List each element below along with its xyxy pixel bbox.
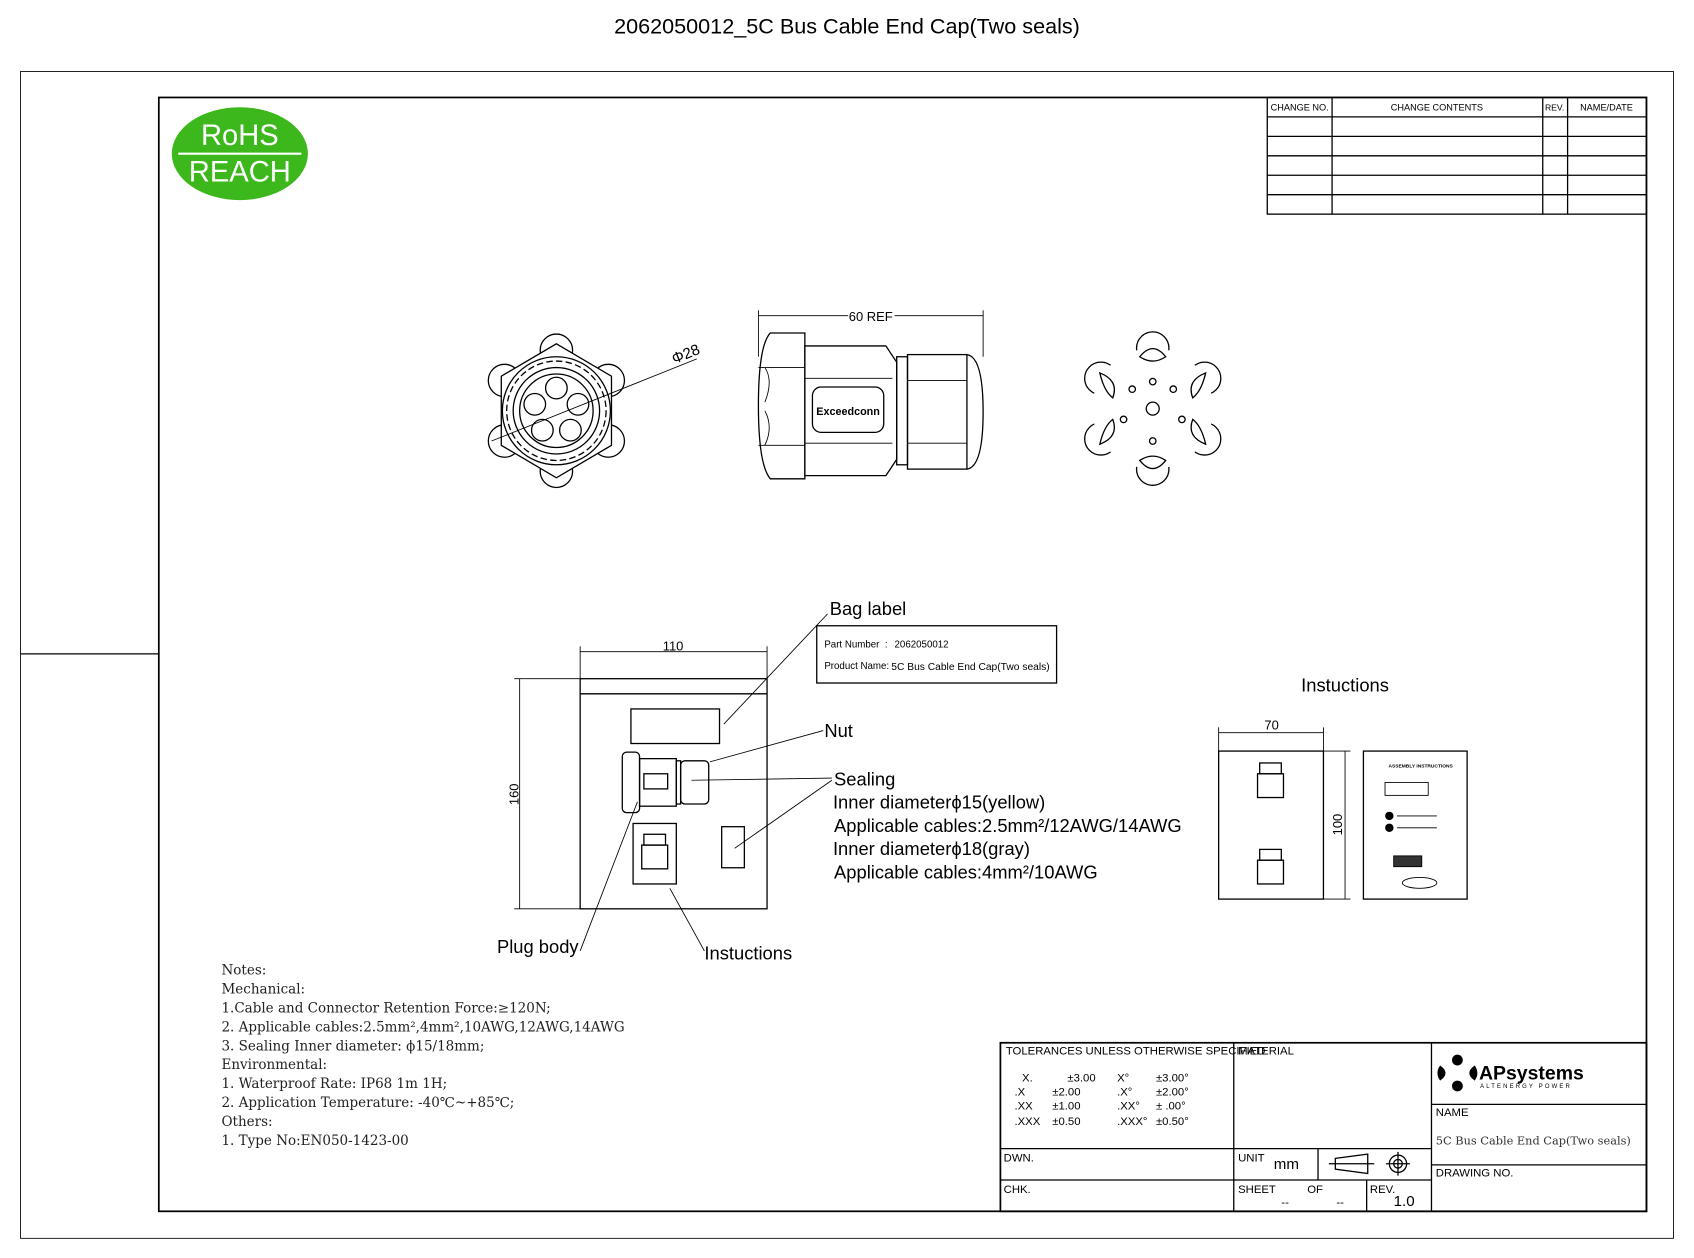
tol-cell: .XX xyxy=(1014,1101,1033,1113)
callout-sealing: Sealing xyxy=(834,769,895,790)
tol-cell: ±3.00 xyxy=(1067,1073,1095,1085)
bag-label-part-number-label: Part Number xyxy=(824,639,880,650)
callout-nut: Nut xyxy=(824,720,853,741)
bag-view: 110 160 xyxy=(507,639,768,910)
note-line: Mechanical: xyxy=(221,982,305,998)
tol-cell: .X xyxy=(1014,1087,1025,1099)
instructions-view: Instuctions 70 100 ASSEMBLY INSTRUCTIONS xyxy=(1217,675,1468,900)
projection-symbol-icon xyxy=(1328,1151,1410,1176)
callout-plug-body: Plug body xyxy=(497,936,579,957)
tol-cell: ±2.00 xyxy=(1052,1087,1080,1099)
instructions-width-dim: 70 xyxy=(1264,717,1278,732)
note-line: 2. Applicable cables:2.5mm²,4mm²,10AWG,1… xyxy=(221,1019,624,1035)
svg-text:APsystems: APsystems xyxy=(1479,1063,1584,1085)
note-line: 1. Type No:EN050-1423-00 xyxy=(221,1133,408,1149)
instructions-view-title: Instuctions xyxy=(1301,675,1389,696)
of-value: -- xyxy=(1336,1197,1344,1209)
bag-label-part-number: 2062050012 xyxy=(895,639,949,650)
header-change-no: CHANGE NO. xyxy=(1271,102,1329,112)
bag-label-separator: : xyxy=(885,639,888,650)
page-title: 2062050012_5C Bus Cable End Cap(Two seal… xyxy=(614,14,1080,39)
callout-bag-label: Bag label xyxy=(830,598,907,619)
chk-label: CHK. xyxy=(1004,1184,1031,1196)
tol-cell: .X° xyxy=(1117,1087,1132,1099)
header-rev: REV. xyxy=(1545,102,1564,112)
back-view xyxy=(1084,331,1222,486)
note-line: 2. Application Temperature: -40℃~+85℃; xyxy=(221,1095,514,1111)
svg-text:REACH: REACH xyxy=(189,157,291,189)
unit-label: UNIT xyxy=(1238,1153,1265,1165)
tol-cell: ±2.00° xyxy=(1156,1087,1189,1099)
change-table: CHANGE NO. CHANGE CONTENTS REV. NAME/DAT… xyxy=(1266,96,1648,215)
dwn-label: DWN. xyxy=(1004,1153,1034,1165)
rev-label: REV. xyxy=(1370,1184,1395,1196)
rev-value: 1.0 xyxy=(1394,1193,1415,1210)
tol-cell: .XXX° xyxy=(1117,1116,1147,1128)
rohs-reach-badge: RoHS REACH xyxy=(171,107,308,201)
name-value: 5C Bus Cable End Cap(Two seals) xyxy=(1436,1133,1631,1147)
notes: Notes: Mechanical: 1.Cable and Connector… xyxy=(221,963,624,1149)
header-name-date: NAME/DATE xyxy=(1580,102,1633,112)
side-length-dim: 60 REF xyxy=(849,309,893,324)
of-label: OF xyxy=(1307,1184,1323,1196)
bag-label-product-name: 5C Bus Cable End Cap(Two seals) xyxy=(891,662,1049,673)
header-change-contents: CHANGE CONTENTS xyxy=(1391,102,1483,112)
sealing-spec-1: Inner diameterϕ15(yellow) xyxy=(833,791,1045,812)
note-line: Notes: xyxy=(221,963,266,979)
bag-width-dim: 110 xyxy=(663,639,684,654)
tol-cell: X° xyxy=(1117,1073,1129,1085)
side-view: 60 REF Exceedconn xyxy=(757,309,984,480)
tol-cell: ± .00° xyxy=(1156,1101,1186,1113)
note-line: Environmental: xyxy=(221,1057,327,1073)
front-view: Φ28 xyxy=(487,333,703,489)
apsystems-logo: APsystems ALTENERGY POWER xyxy=(1437,1054,1584,1092)
sheet-value: -- xyxy=(1281,1197,1289,1209)
tol-cell: ±1.00 xyxy=(1052,1101,1080,1113)
note-line: 1. Waterproof Rate: IP68 1m 1H; xyxy=(221,1076,447,1092)
note-line: 1.Cable and Connector Retention Force:≥1… xyxy=(221,1001,550,1017)
sealing-spec-2: Applicable cables:2.5mm²/12AWG/14AWG xyxy=(834,815,1182,836)
unit-value: mm xyxy=(1274,1156,1299,1173)
callouts: Bag label Part Number : 2062050012 Produ… xyxy=(497,598,1182,964)
outer-frame xyxy=(20,71,1674,1239)
name-label: NAME xyxy=(1436,1107,1469,1119)
note-line: 3. Sealing Inner diameter: ϕ15/18mm; xyxy=(221,1038,484,1054)
sheet-label: SHEET xyxy=(1238,1184,1276,1196)
sealing-spec-4: Applicable cables:4mm²/10AWG xyxy=(834,862,1098,883)
svg-text:RoHS: RoHS xyxy=(201,120,279,152)
instruction-card-title: ASSEMBLY INSTRUCTIONS xyxy=(1389,763,1454,769)
note-line: Others: xyxy=(221,1114,272,1130)
tol-cell: .XXX xyxy=(1014,1116,1040,1128)
drawing-no-label: DRAWING NO. xyxy=(1436,1168,1514,1180)
tol-cell: X. xyxy=(1022,1073,1033,1085)
instructions-height-dim: 100 xyxy=(1330,814,1345,836)
tol-cell: ±0.50 xyxy=(1052,1116,1080,1128)
tolerances-header: TOLERANCES UNLESS OTHERWISE SPECIFIED xyxy=(1006,1046,1266,1058)
sealing-spec-3: Inner diameterϕ18(gray) xyxy=(833,838,1030,859)
bag-label-product-name-label: Product Name: xyxy=(824,661,889,672)
part-brand-text: Exceedconn xyxy=(816,406,880,418)
material-label: MATERIAL xyxy=(1238,1046,1294,1058)
bag-height-dim: 160 xyxy=(507,783,522,805)
tol-cell: ±0.50° xyxy=(1156,1116,1189,1128)
svg-text:ALTENERGY POWER: ALTENERGY POWER xyxy=(1480,1084,1572,1090)
tol-cell: .XX° xyxy=(1117,1101,1140,1113)
tol-cell: ±3.00° xyxy=(1156,1073,1189,1085)
title-block: TOLERANCES UNLESS OTHERWISE SPECIFIED X.… xyxy=(999,1041,1648,1213)
callout-instructions: Instuctions xyxy=(704,943,792,964)
